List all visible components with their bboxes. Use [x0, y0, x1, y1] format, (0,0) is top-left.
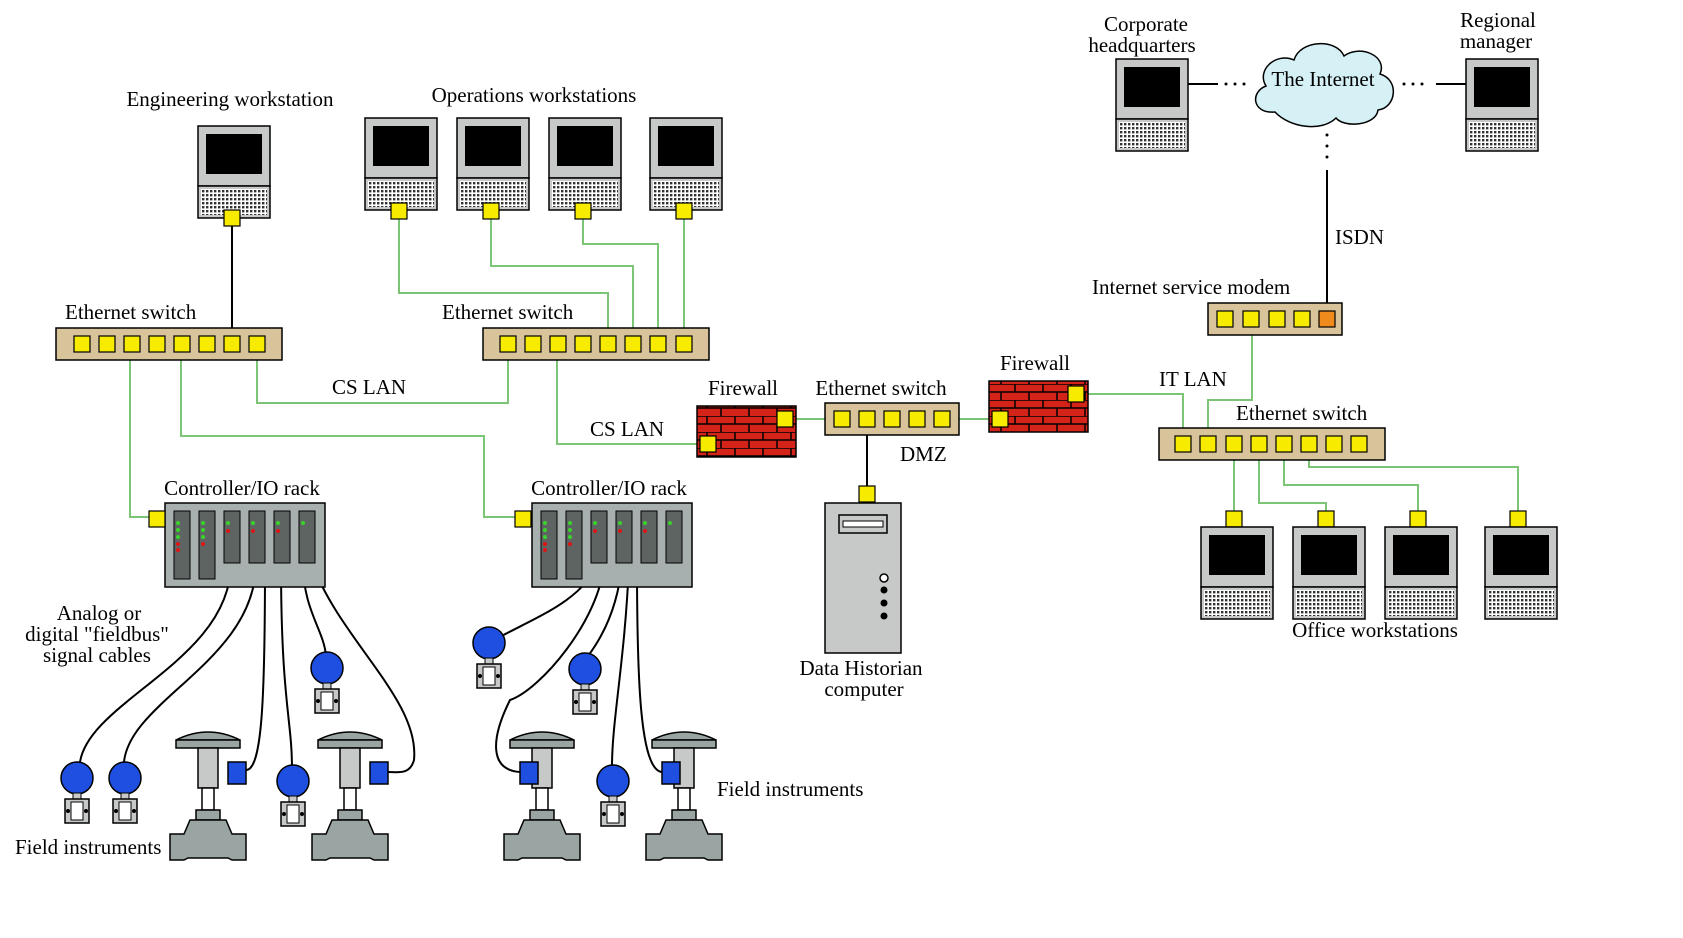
data-historian-computer — [824, 502, 902, 654]
ethernet-switch-middle — [482, 327, 710, 361]
internet-label: The Internet — [1271, 67, 1374, 91]
office-workstation-2 — [1292, 526, 1366, 620]
historian-label-1: Data Historian — [799, 656, 923, 680]
dotted-links — [1224, 82, 1424, 159]
switch-mid-label: Ethernet switch — [442, 300, 574, 324]
regional-manager-workstation — [1465, 58, 1539, 152]
fieldbus-label-3: signal cables — [43, 643, 151, 667]
engineering-workstation — [197, 125, 271, 219]
switch-left-label: Ethernet switch — [65, 300, 197, 324]
control-valve-icon — [169, 731, 247, 861]
ethernet-switch-left — [55, 327, 283, 361]
isdn-label: ISDN — [1335, 225, 1384, 249]
firewall-2-label: Firewall — [1000, 351, 1070, 375]
modem-label: Internet service modem — [1092, 275, 1290, 299]
corp-label-1: Corporate — [1104, 12, 1188, 36]
control-valve-icon — [503, 731, 581, 861]
field-instruments-label-right: Field instruments — [717, 777, 863, 801]
control-valve-icon — [645, 731, 723, 861]
dmz-label: DMZ — [900, 442, 947, 466]
operations-workstation-4 — [649, 117, 723, 211]
engineering-label: Engineering workstation — [126, 87, 334, 111]
transmitter-icon — [310, 651, 344, 714]
firewall-1-label: Firewall — [708, 376, 778, 400]
ethernet-switch-dmz — [824, 402, 960, 436]
it-lan-label: IT LAN — [1159, 367, 1227, 391]
ethernet-switch-right — [1158, 427, 1386, 461]
regional-label-2: manager — [1460, 29, 1532, 53]
transmitter-icon — [276, 764, 310, 827]
operations-workstation-1 — [364, 117, 438, 211]
corp-label-2: headquarters — [1088, 33, 1195, 57]
transmitter-icon — [108, 761, 142, 824]
office-label: Office workstations — [1292, 618, 1458, 642]
switch-dmz-label: Ethernet switch — [815, 376, 947, 400]
transmitter-icon — [472, 626, 506, 689]
rack-1-label: Controller/IO rack — [164, 476, 320, 500]
transmitter-icon — [60, 761, 94, 824]
transmitter-icon — [568, 652, 602, 715]
switch-right-label: Ethernet switch — [1236, 401, 1368, 425]
firewall-2-icon — [988, 380, 1089, 433]
operations-workstation-2 — [456, 117, 530, 211]
transmitter-icon — [596, 764, 630, 827]
field-instruments-label-left: Field instruments — [15, 835, 161, 859]
regional-label-1: Regional — [1460, 8, 1536, 32]
operations-workstation-3 — [548, 117, 622, 211]
controller-io-rack-1 — [148, 502, 326, 588]
controller-io-rack-2 — [514, 502, 693, 588]
fieldbus-label-2: digital "fieldbus" — [25, 622, 169, 646]
cs-lan-label-2: CS LAN — [590, 417, 664, 441]
cs-lan-label-1: CS LAN — [332, 375, 406, 399]
fieldbus-label-1: Analog or — [57, 601, 142, 625]
historian-label-2: computer — [824, 677, 903, 701]
internet-cloud-icon — [1255, 42, 1395, 128]
control-valve-icon — [311, 731, 389, 861]
office-workstation-3 — [1384, 526, 1458, 620]
firewall-1-icon — [696, 405, 797, 458]
rack-2-label: Controller/IO rack — [531, 476, 687, 500]
corporate-hq-workstation — [1115, 58, 1189, 152]
office-workstation-1 — [1200, 526, 1274, 620]
operations-label: Operations workstations — [432, 83, 637, 107]
cs-lan-cables — [129, 215, 1519, 518]
internet-service-modem — [1207, 302, 1343, 336]
office-workstation-4 — [1484, 526, 1558, 620]
